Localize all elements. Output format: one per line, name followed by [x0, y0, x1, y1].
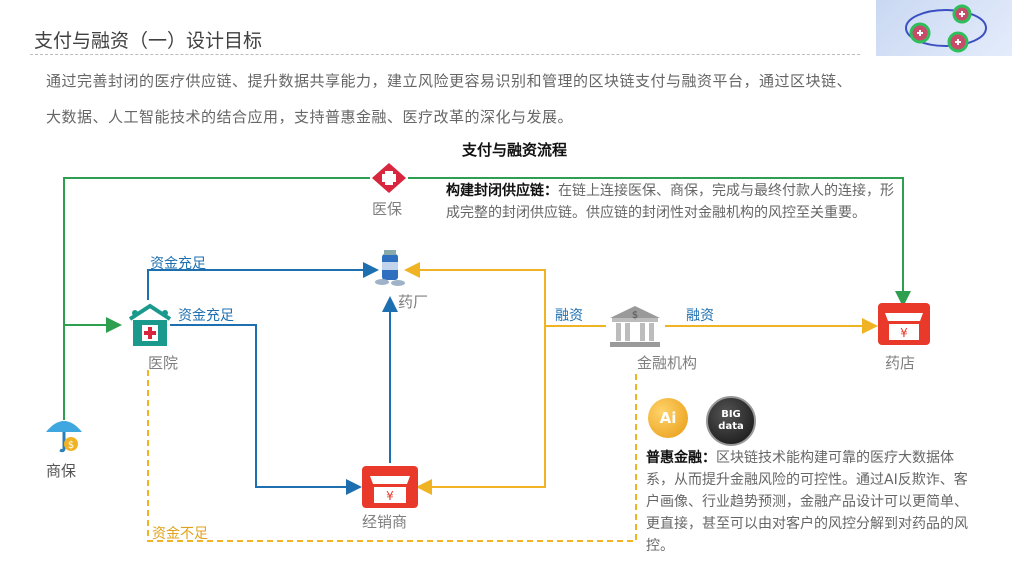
hospital-icon — [126, 303, 174, 353]
node-label-commercial-insurance: 商保 — [46, 462, 77, 480]
node-label-pharmacy: 药店 — [885, 354, 916, 372]
note-inclusive-finance-text: 区块链技术能构建可靠的医疗大数据体系，从而提升金融风险的可控性。通过AI反欺诈、… — [646, 450, 968, 554]
svg-text:$: $ — [632, 310, 638, 321]
gold-line-financing-down — [416, 326, 546, 495]
title-divider — [30, 54, 860, 55]
gold-line-financing — [404, 262, 546, 326]
big-data-badge-icon: BIG data — [706, 396, 756, 446]
umbrella-insurance-icon: $ — [44, 414, 84, 458]
note-closed-supply-chain-text: 在链上连接医保、商保，完成与最终付款人的连接，形成完整的封闭供应链。供应链的封闭… — [446, 183, 894, 221]
big-data-badge-top: BIG — [721, 409, 741, 420]
network-logo-image — [876, 0, 1012, 56]
green-line-to-pharmacy — [408, 177, 911, 307]
page-title: 支付与融资（一）设计目标 — [34, 30, 263, 52]
big-data-badge-bottom: data — [718, 421, 744, 432]
edge-label-funds-sufficient-mid: 资金充足 — [178, 308, 234, 324]
intro-line-2: 大数据、人工智能技术的结合应用，支持普惠金融、医疗改革的深化与发展。 — [46, 108, 574, 126]
pharma-factory-icon — [372, 250, 408, 292]
node-label-financial-institution: 金融机构 — [637, 354, 698, 372]
svg-text:¥: ¥ — [900, 326, 908, 340]
note-inclusive-finance: 普惠金融：区块链技术能构建可靠的医疗大数据体系，从而提升金融风险的可控性。通过A… — [646, 447, 968, 557]
ai-badge-label: Ai — [659, 409, 677, 427]
note-closed-supply-chain-heading: 构建封闭供应链： — [446, 183, 558, 199]
intro-line-1: 通过完善封闭的医疗供应链、提升数据共享能力，建立风险更容易识别和管理的区块链支付… — [46, 72, 853, 90]
edge-label-funds-insufficient: 资金不足 — [152, 526, 208, 542]
edge-label-funds-sufficient-top: 资金充足 — [150, 256, 206, 272]
bank-building-icon: $ — [608, 304, 662, 352]
diagram-title: 支付与融资流程 — [462, 141, 568, 159]
node-label-medical-insurance: 医保 — [372, 200, 403, 218]
node-label-distributor: 经销商 — [362, 513, 408, 531]
blue-line-hospital-factory — [147, 262, 379, 300]
note-closed-supply-chain: 构建封闭供应链：在链上连接医保、商保，完成与最终付款人的连接，形成完整的封闭供应… — [446, 180, 894, 224]
ai-badge-icon: Ai — [648, 398, 688, 438]
node-label-hospital: 医院 — [148, 354, 179, 372]
note-inclusive-finance-heading: 普惠金融： — [646, 450, 716, 466]
medical-insurance-icon — [371, 162, 407, 198]
edge-label-financing-right: 融资 — [686, 308, 714, 324]
gold-dashed-line — [147, 370, 637, 542]
blue-line-hospital-distributor — [170, 324, 362, 495]
green-line-main — [63, 177, 370, 420]
svg-text:¥: ¥ — [386, 489, 394, 503]
edge-label-financing-left: 融资 — [555, 308, 583, 324]
node-label-pharma-factory: 药厂 — [398, 293, 429, 311]
distributor-store-icon: ¥ — [362, 466, 418, 512]
svg-text:$: $ — [68, 440, 74, 451]
pharmacy-store-icon: ¥ — [878, 303, 930, 349]
